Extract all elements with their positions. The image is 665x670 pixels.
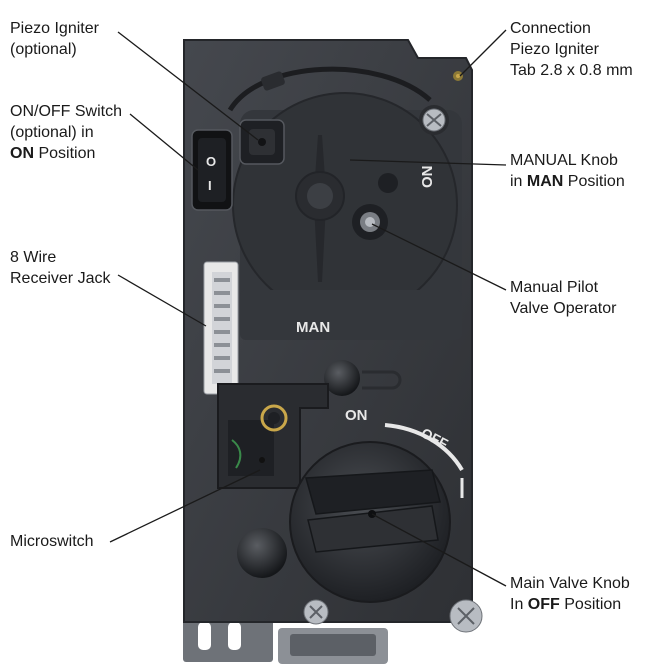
lower-cap [237, 528, 287, 578]
bottom-fitting [278, 628, 388, 664]
piezo-igniter [239, 119, 285, 165]
leader-main [371, 513, 507, 587]
label-conn-line2: Piezo Igniter [510, 41, 599, 58]
manual-knob [295, 135, 345, 282]
top-right-screw [419, 105, 449, 135]
label-manual-line1: MANUAL Knob [510, 152, 618, 169]
leader-connection [459, 29, 507, 77]
label-onoff-switch: ON/OFF Switch (optional) in ON Position [10, 101, 122, 164]
label-pilot-valve: Manual Pilot Valve Operator [510, 277, 616, 319]
label-piezo-line1: Piezo Igniter [10, 20, 99, 37]
label-micro-line1: Microswitch [10, 533, 94, 550]
label-connection: Connection Piezo Igniter Tab 2.8 x 0.8 m… [510, 18, 633, 81]
label-piezo-igniter: Piezo Igniter (optional) [10, 18, 99, 60]
label-main-line1: Main Valve Knob [510, 575, 630, 592]
label-receiver-jack: 8 Wire Receiver Jack [10, 247, 110, 289]
label-pilot-line1: Manual Pilot [510, 279, 599, 296]
label-pilot-line2: Valve Operator [510, 300, 617, 317]
label-jack-line1: 8 Wire [10, 249, 57, 266]
pilot-slot [362, 370, 402, 390]
bottom-center-screw [303, 599, 329, 625]
label-conn-line1: Connection [510, 20, 591, 37]
leader-jack [117, 274, 207, 327]
label-manual-knob: MANUAL Knob in MAN Position [510, 150, 625, 192]
brass-fitting [260, 404, 288, 432]
bottom-right-screw [449, 599, 483, 633]
leader-piezo [117, 31, 259, 141]
leader-switch [129, 113, 199, 171]
label-main-off-bold: OFF [527, 596, 560, 613]
igniter-wire [227, 66, 432, 112]
label-microswitch: Microswitch [10, 531, 94, 552]
label-main-line2: In OFF Position [510, 594, 630, 615]
leader-lines [109, 29, 507, 587]
wire-clip [261, 71, 285, 91]
label-manual-line2: in MAN Position [510, 171, 625, 192]
label-manual-position: Position [563, 173, 625, 190]
label-main-valve: Main Valve Knob In OFF Position [510, 573, 630, 615]
label-jack-line2: Receiver Jack [10, 270, 111, 287]
leader-micro [109, 469, 261, 543]
pilot-valve-operator [352, 204, 388, 240]
man-label: MAN [296, 319, 330, 336]
receiver-jack [203, 261, 239, 395]
label-switch-line2: (optional) in [10, 124, 94, 141]
main-valve-knob [289, 441, 451, 603]
label-manual-man-bold: MAN [526, 173, 564, 190]
on-off-arc [384, 423, 464, 472]
label-main-in: In [510, 596, 528, 613]
on-main-label: ON [345, 407, 368, 424]
microswitch [217, 383, 329, 489]
leader-pilot [371, 223, 507, 291]
label-switch-position: Position [34, 145, 96, 162]
connection-tab [453, 71, 463, 81]
dial-hole [378, 173, 398, 193]
manual-dial-housing [232, 92, 462, 340]
on-dial-label: ON [419, 166, 436, 189]
label-switch-line1: ON/OFF Switch [10, 103, 123, 120]
label-conn-line3: Tab 2.8 x 0.8 mm [510, 62, 633, 79]
onoff-switch [191, 129, 233, 211]
switch-on-mark: O [206, 154, 216, 169]
label-switch-line3: ON Position [10, 143, 122, 164]
label-switch-on-bold: ON [10, 145, 34, 162]
leader-manual [349, 159, 507, 166]
switch-off-mark: I [208, 178, 212, 193]
label-manual-in: in [510, 173, 527, 190]
label-piezo-line2: (optional) [10, 41, 77, 58]
label-main-position: Position [559, 596, 622, 613]
pilot-cap [324, 360, 360, 396]
